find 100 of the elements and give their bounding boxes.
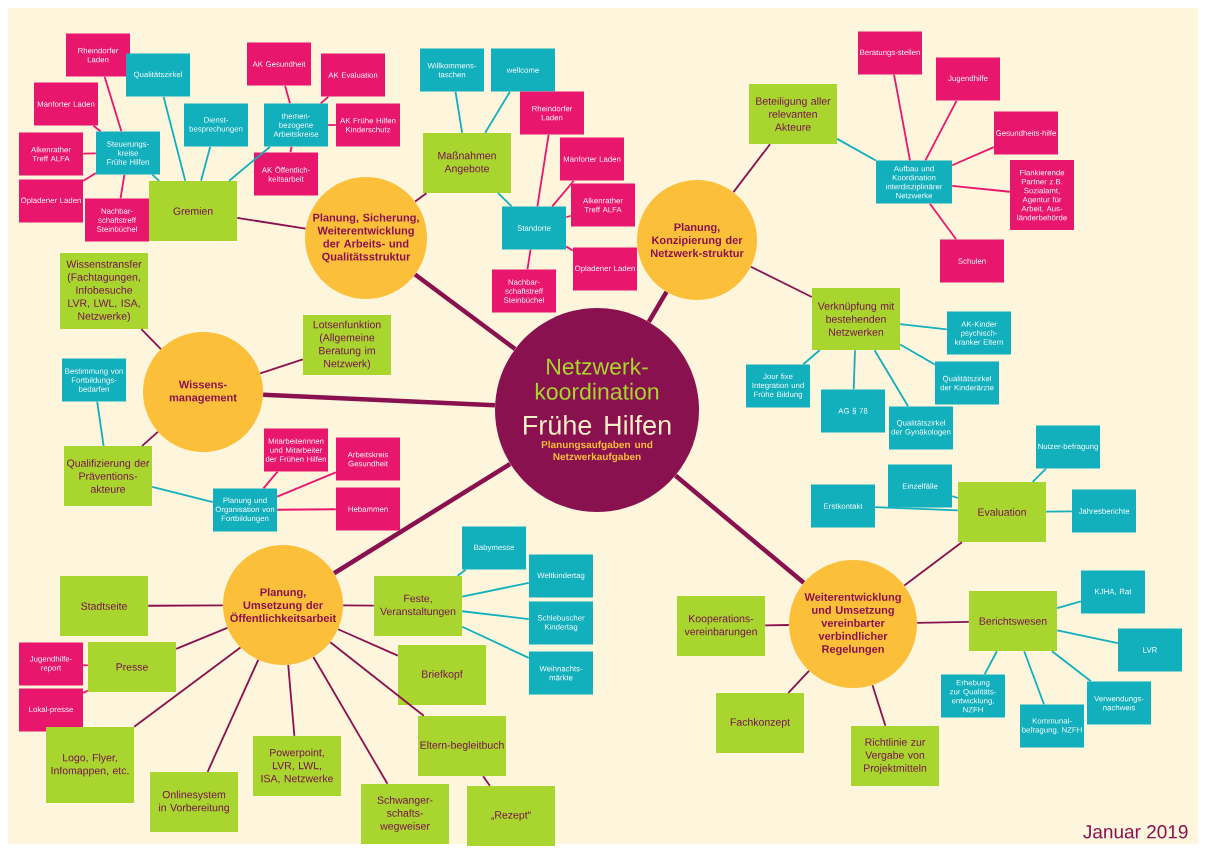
topic-box: Maßnahmen Angebote — [423, 133, 511, 193]
connector-line — [916, 620, 970, 624]
connector-line — [899, 343, 936, 366]
connector-line — [461, 581, 530, 598]
connector-line — [327, 124, 337, 126]
connector-line — [175, 626, 229, 650]
topic-box: Verknüpfung mit bestehenden Netzwerken — [812, 288, 900, 350]
connector-line — [312, 656, 389, 785]
connector-line — [551, 179, 575, 208]
connector-line — [162, 95, 187, 182]
connector-line — [263, 392, 495, 408]
connector-line — [764, 624, 790, 627]
connector-line — [96, 400, 105, 447]
connector-line — [461, 625, 530, 659]
connector-line — [836, 137, 877, 162]
connector-line — [874, 506, 959, 512]
connector-line — [646, 290, 669, 324]
connector-line — [82, 172, 97, 182]
connector-line — [284, 84, 291, 105]
connector-line — [852, 349, 856, 391]
connector-line — [289, 145, 293, 154]
connector-line — [200, 145, 212, 182]
connector-line — [228, 145, 271, 182]
connector-line — [873, 349, 909, 408]
connector-line — [82, 664, 89, 667]
connector-line — [461, 610, 530, 621]
connector-line — [951, 185, 1011, 193]
connector-line — [924, 99, 958, 162]
connector-line — [802, 349, 821, 366]
topic-box: Qualifizierung der Präventions-akteure — [64, 446, 152, 506]
topic-box: Presse — [88, 642, 176, 692]
connector-line — [329, 641, 425, 717]
connector-line — [565, 214, 572, 219]
connector-line — [342, 604, 375, 607]
topic-box: Richtlinie zur Vergabe von Projektmitteln — [851, 726, 939, 786]
connector-line — [871, 684, 887, 727]
connector-line — [1045, 510, 1073, 513]
connector-line — [536, 133, 550, 208]
connector-line — [141, 431, 159, 447]
topic-box: Logo, Flyer, Infomappen, etc. — [46, 727, 134, 803]
topic-box: Schwanger-schafts-wegweiser — [361, 784, 449, 844]
connector-line — [319, 95, 330, 105]
connector-line — [82, 689, 89, 694]
connector-line — [1051, 650, 1092, 683]
topic-box: Briefkopf — [398, 645, 486, 705]
connector-line — [750, 265, 813, 298]
connector-line — [259, 358, 304, 375]
connector-line — [526, 248, 532, 271]
connector-line — [565, 245, 574, 252]
connector-line — [893, 73, 911, 162]
connector-line — [1031, 467, 1047, 483]
connector-line — [456, 568, 467, 577]
connector-line — [151, 486, 214, 503]
topic-box: Evaluation — [958, 482, 1046, 542]
connector-line — [929, 202, 957, 241]
connector-line — [236, 217, 307, 230]
connector-line — [454, 90, 464, 134]
connector-line — [673, 473, 806, 585]
topic-box: Gremien — [149, 181, 237, 241]
topic-box: Eltern-begleitbuch — [418, 716, 506, 776]
connector-line — [262, 470, 279, 490]
connector-line — [482, 775, 491, 787]
connector-line — [92, 124, 102, 133]
topic-box: Powerpoint, LVR, LWL, ISA, Netzwerke — [253, 736, 341, 796]
connector-line — [276, 471, 337, 498]
topic-box: Wissenstransfer (Fachtagungen, Infobesuche LVR, LWL, ISA, Netzwerke) — [60, 253, 148, 329]
connector-line — [206, 658, 260, 773]
topic-box: „Rezept“ — [467, 786, 555, 846]
connector-line — [899, 323, 948, 331]
connector-line — [276, 508, 337, 511]
topic-box: Fachkonzept — [716, 693, 804, 753]
connector-line — [133, 646, 242, 728]
topic-box: Onlinesystem in Vorbereitung — [150, 772, 238, 832]
topic-box: Berichtswesen — [969, 591, 1057, 651]
connector-line — [414, 192, 428, 203]
connector-line — [983, 650, 998, 676]
connector-line — [147, 604, 224, 607]
connector-line — [1056, 629, 1119, 645]
connector-line — [787, 669, 810, 694]
connector-line — [413, 272, 517, 351]
connector-line — [151, 173, 161, 182]
connector-line — [732, 143, 771, 193]
connector-line — [951, 146, 995, 167]
connector-line — [103, 75, 123, 133]
connector-line — [140, 328, 162, 350]
connector-line — [497, 192, 513, 208]
topic-box: Kooperations-vereinbarungen — [677, 596, 765, 656]
connector-line — [82, 152, 97, 155]
connector-line — [287, 664, 296, 737]
connector-line — [1023, 650, 1045, 706]
connector-line — [484, 90, 511, 134]
connector-line — [903, 541, 963, 587]
topic-box: Stadtseite — [60, 576, 148, 636]
connector-line — [119, 173, 126, 200]
connector-line — [1056, 600, 1082, 610]
connector-line — [337, 628, 399, 657]
topic-box: Beteiligung aller relevanten Akteure — [749, 84, 837, 144]
date-label: Januar 2019 — [1083, 825, 1188, 839]
connector-line — [951, 495, 959, 499]
topic-box: Feste, Veranstaltungen — [374, 576, 462, 636]
